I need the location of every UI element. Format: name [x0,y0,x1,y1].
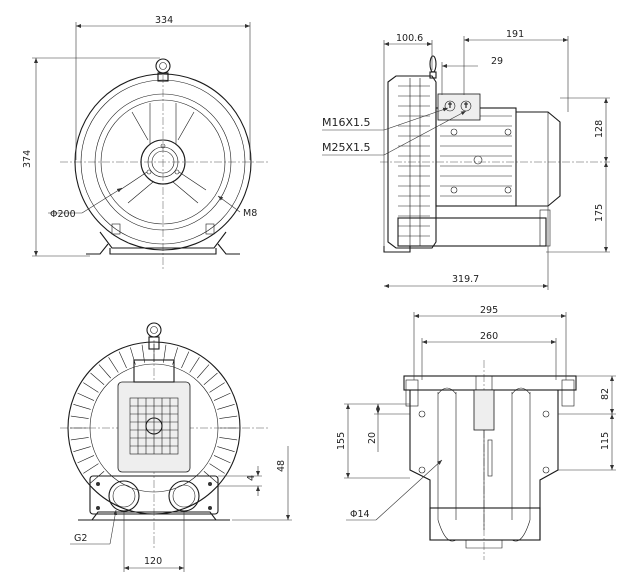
dim-191: 191 [506,29,524,40]
dim-155: 155 [336,432,347,450]
dim-dia-200: Φ200 [50,209,76,220]
rear-view: 4 48 G2 120 [60,322,292,572]
dim-374: 374 [22,150,33,168]
dim-120: 120 [144,556,162,567]
dim-m8: M8 [243,208,257,219]
top-view: 295 260 82 115 155 20 Φ14 [336,305,616,560]
dim-175: 175 [594,204,605,222]
dim-128: 128 [594,120,605,138]
dim-295: 295 [480,305,498,316]
dim-g2: G2 [74,533,87,544]
dim-82: 82 [600,388,611,400]
dim-m25: M25X1.5 [322,141,371,154]
dim-48: 48 [276,460,287,472]
dim-4: 4 [246,475,257,481]
dim-20: 20 [367,432,378,444]
dim-dia-14: Φ14 [350,509,370,520]
side-view: 100.6 191 29 M16X1.5 M25X1.5 128 175 319… [322,29,610,290]
dim-100-6: 100.6 [396,33,423,44]
dim-334: 334 [155,15,173,26]
dim-115: 115 [600,432,611,450]
dim-319-7: 319.7 [452,274,479,285]
dim-29: 29 [491,56,503,67]
front-view: 334 374 Φ200 M8 [22,15,270,270]
dim-260: 260 [480,331,498,342]
dim-m16: M16X1.5 [322,116,371,129]
